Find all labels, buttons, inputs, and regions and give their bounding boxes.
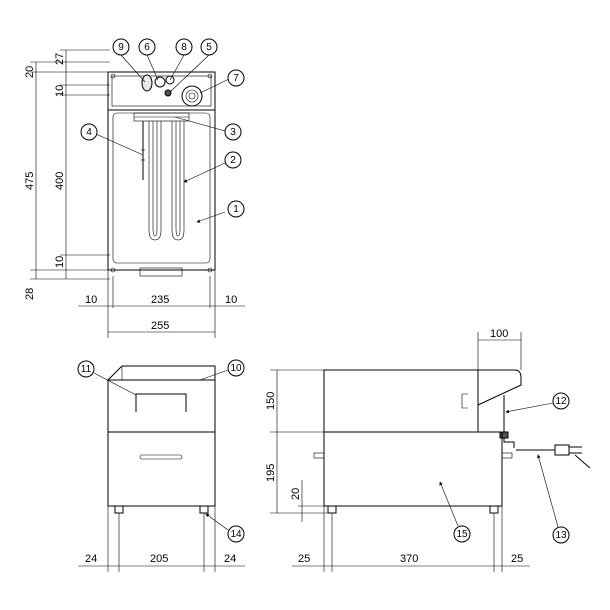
svg-text:4: 4 bbox=[86, 127, 92, 138]
heater-element-a bbox=[148, 121, 162, 241]
side-handle-hook bbox=[461, 393, 468, 409]
side-dim-20: 20 bbox=[290, 488, 302, 500]
front-dim-205: 205 bbox=[150, 553, 168, 565]
dim-27: 27 bbox=[54, 53, 66, 65]
side-dim-195: 195 bbox=[265, 464, 277, 482]
side-view: 100 150 195 20 25 370 25 12 13 bbox=[265, 328, 591, 572]
front-leg-right bbox=[199, 505, 209, 514]
callout-14: 14 bbox=[205, 513, 245, 543]
dim-255: 255 bbox=[151, 320, 169, 332]
svg-text:14: 14 bbox=[230, 529, 242, 540]
dim-10-left: 10 bbox=[85, 294, 97, 306]
dim-235: 235 bbox=[151, 294, 169, 306]
cord-exit bbox=[499, 431, 509, 439]
heater-element-b bbox=[171, 121, 185, 241]
svg-text:13: 13 bbox=[555, 530, 567, 541]
oil-vat bbox=[112, 112, 211, 264]
svg-text:15: 15 bbox=[456, 529, 468, 540]
svg-text:12: 12 bbox=[555, 396, 567, 407]
side-dim-25-right: 25 bbox=[511, 553, 523, 565]
callout-13: 13 bbox=[537, 454, 570, 544]
front-dim-24-right: 24 bbox=[224, 553, 236, 565]
side-dim-25-left: 25 bbox=[298, 553, 310, 565]
drain-handle bbox=[139, 267, 183, 277]
svg-text:10: 10 bbox=[230, 363, 242, 374]
dim-10-top: 10 bbox=[54, 85, 66, 97]
front-dim-24-left: 24 bbox=[85, 553, 97, 565]
side-dim-370: 370 bbox=[400, 553, 418, 565]
svg-text:11: 11 bbox=[81, 364, 92, 375]
dim-20: 20 bbox=[24, 66, 36, 78]
svg-text:8: 8 bbox=[181, 42, 187, 53]
top-view: 20 475 28 27 10 400 10 10 235 10 255 9 6 bbox=[24, 38, 245, 338]
callout-10: 10 bbox=[199, 359, 245, 381]
svg-text:7: 7 bbox=[233, 73, 239, 84]
side-stand bbox=[323, 431, 503, 507]
lamp-5 bbox=[164, 89, 172, 97]
dim-475: 475 bbox=[24, 172, 36, 190]
svg-text:1: 1 bbox=[233, 204, 239, 215]
control-panel-inner bbox=[111, 75, 212, 107]
dim-400: 400 bbox=[54, 172, 66, 190]
svg-text:9: 9 bbox=[118, 42, 124, 53]
side-dim-150: 150 bbox=[265, 392, 277, 410]
side-leg-right bbox=[489, 505, 499, 514]
side-dim-100: 100 bbox=[490, 328, 508, 340]
svg-text:5: 5 bbox=[206, 42, 212, 53]
side-leg-left bbox=[327, 505, 337, 514]
svg-text:2: 2 bbox=[230, 155, 236, 166]
dim-28: 28 bbox=[24, 288, 36, 300]
callout-7: 7 bbox=[199, 69, 245, 94]
dim-10-bottom: 10 bbox=[54, 256, 66, 268]
callout-8: 8 bbox=[169, 38, 193, 81]
callout-11: 11 bbox=[77, 360, 137, 396]
side-fryer-body bbox=[323, 369, 479, 433]
side-control-head bbox=[477, 369, 522, 406]
callout-2: 2 bbox=[183, 151, 242, 183]
front-leg-left bbox=[114, 505, 124, 514]
svg-text:6: 6 bbox=[144, 42, 150, 53]
callout-15: 15 bbox=[439, 481, 471, 543]
callout-12: 12 bbox=[505, 392, 570, 414]
callout-6: 6 bbox=[138, 38, 159, 81]
knob-9 bbox=[141, 74, 153, 92]
callout-4: 4 bbox=[80, 123, 144, 156]
knob-6 bbox=[154, 76, 166, 88]
dim-10-right: 10 bbox=[225, 294, 237, 306]
callout-9: 9 bbox=[112, 38, 146, 83]
front-fryer-body bbox=[107, 379, 216, 433]
callout-3: 3 bbox=[174, 116, 242, 141]
svg-text:3: 3 bbox=[230, 127, 236, 138]
front-view: 24 205 24 11 10 14 bbox=[77, 359, 245, 572]
control-head bbox=[107, 71, 216, 111]
callout-1: 1 bbox=[196, 200, 245, 223]
front-stand bbox=[107, 431, 216, 507]
drawer-handle bbox=[139, 454, 183, 460]
dial-7 bbox=[181, 85, 203, 107]
callout-5: 5 bbox=[169, 38, 218, 93]
basket-handle bbox=[135, 393, 187, 412]
plug bbox=[554, 444, 570, 456]
